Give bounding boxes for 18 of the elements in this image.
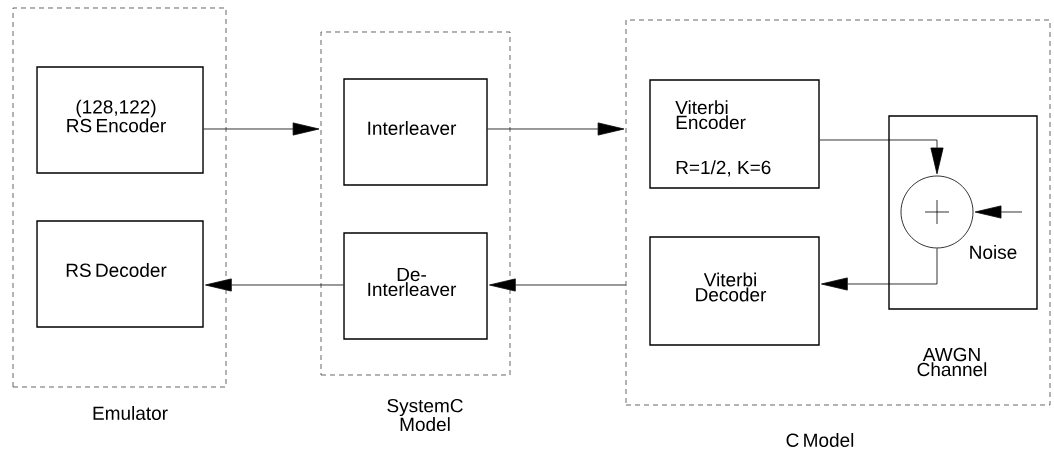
node-label: Emulator bbox=[93, 406, 168, 420]
process-box: Viterbi Decoder bbox=[649, 236, 820, 346]
arrow bbox=[819, 139, 944, 175]
node-label: AWGN Channel bbox=[917, 347, 987, 377]
arrow bbox=[487, 122, 625, 136]
node-label: SystemC Model bbox=[387, 398, 463, 432]
edge-label: Noise bbox=[967, 244, 1019, 260]
arrow bbox=[203, 122, 320, 136]
arrow bbox=[821, 248, 938, 291]
process-box: (128,122) RS Encoder bbox=[36, 66, 204, 174]
process-box: Viterbi Encoder R=1/2, K=6 bbox=[649, 79, 820, 189]
process-box: De-Interleaver bbox=[343, 232, 488, 340]
arrow bbox=[489, 278, 627, 292]
arrow bbox=[974, 205, 1023, 219]
node-label: C Model bbox=[786, 433, 854, 447]
process-box: Interleaver bbox=[343, 78, 488, 186]
arrow bbox=[205, 278, 344, 292]
process-box: RS Decoder bbox=[36, 220, 204, 328]
